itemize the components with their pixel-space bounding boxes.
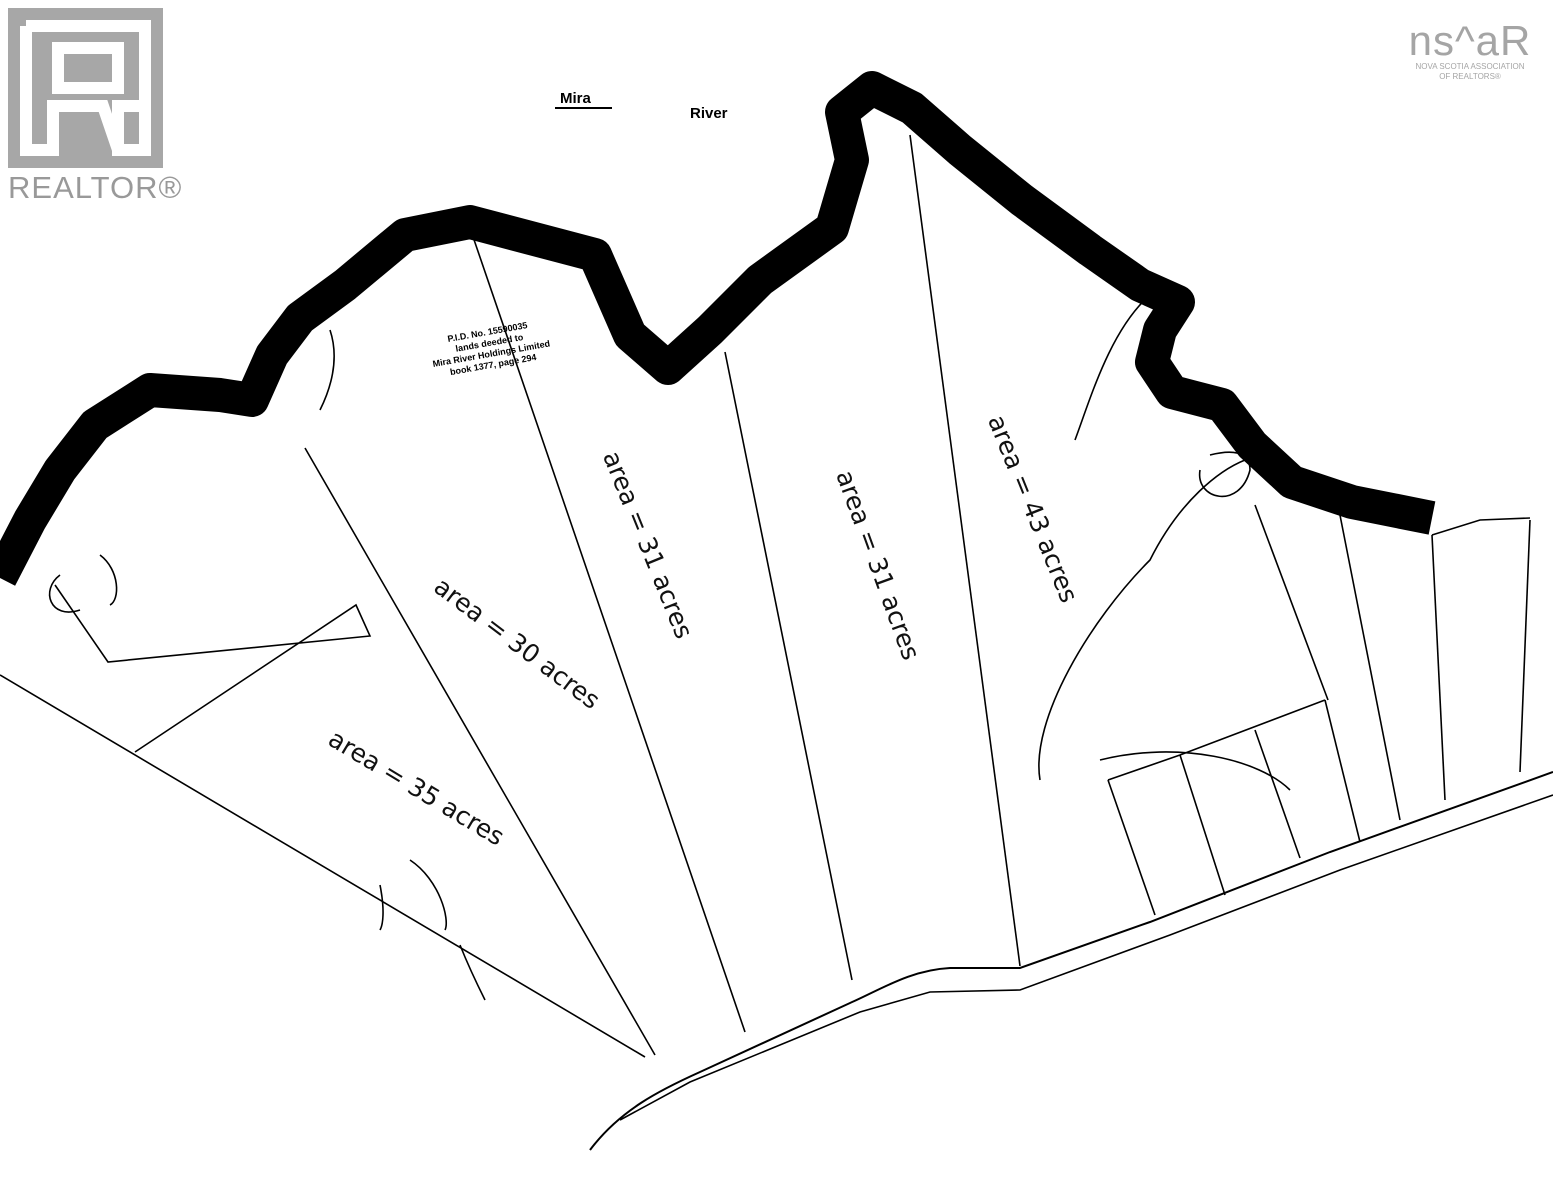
water-label-2: River <box>690 105 728 122</box>
realtor-r-icon <box>20 20 151 156</box>
water-label-1: Mira <box>560 90 592 107</box>
river-shoreline <box>0 71 1436 586</box>
road <box>589 771 1553 1151</box>
road-edge <box>619 794 1553 1121</box>
nsar-logo: ns^aR NOVA SCOTIA ASSOCIATION OF REALTOR… <box>1408 17 1532 82</box>
realtor-logo: REALTOR® <box>8 8 181 206</box>
lot-lines <box>0 134 1531 1058</box>
lot-area-label: area = 31 acres <box>830 466 926 663</box>
parcel-note: P.I.D. No. 15590035 lands deeded to Mira… <box>432 320 551 377</box>
lot-area-label: area = 31 acres <box>597 447 699 643</box>
lot-area-label: area = 43 acres <box>982 411 1084 607</box>
lot-area-label: area = 30 acres <box>429 572 606 715</box>
lot-area-label: area = 35 acres <box>323 724 509 852</box>
